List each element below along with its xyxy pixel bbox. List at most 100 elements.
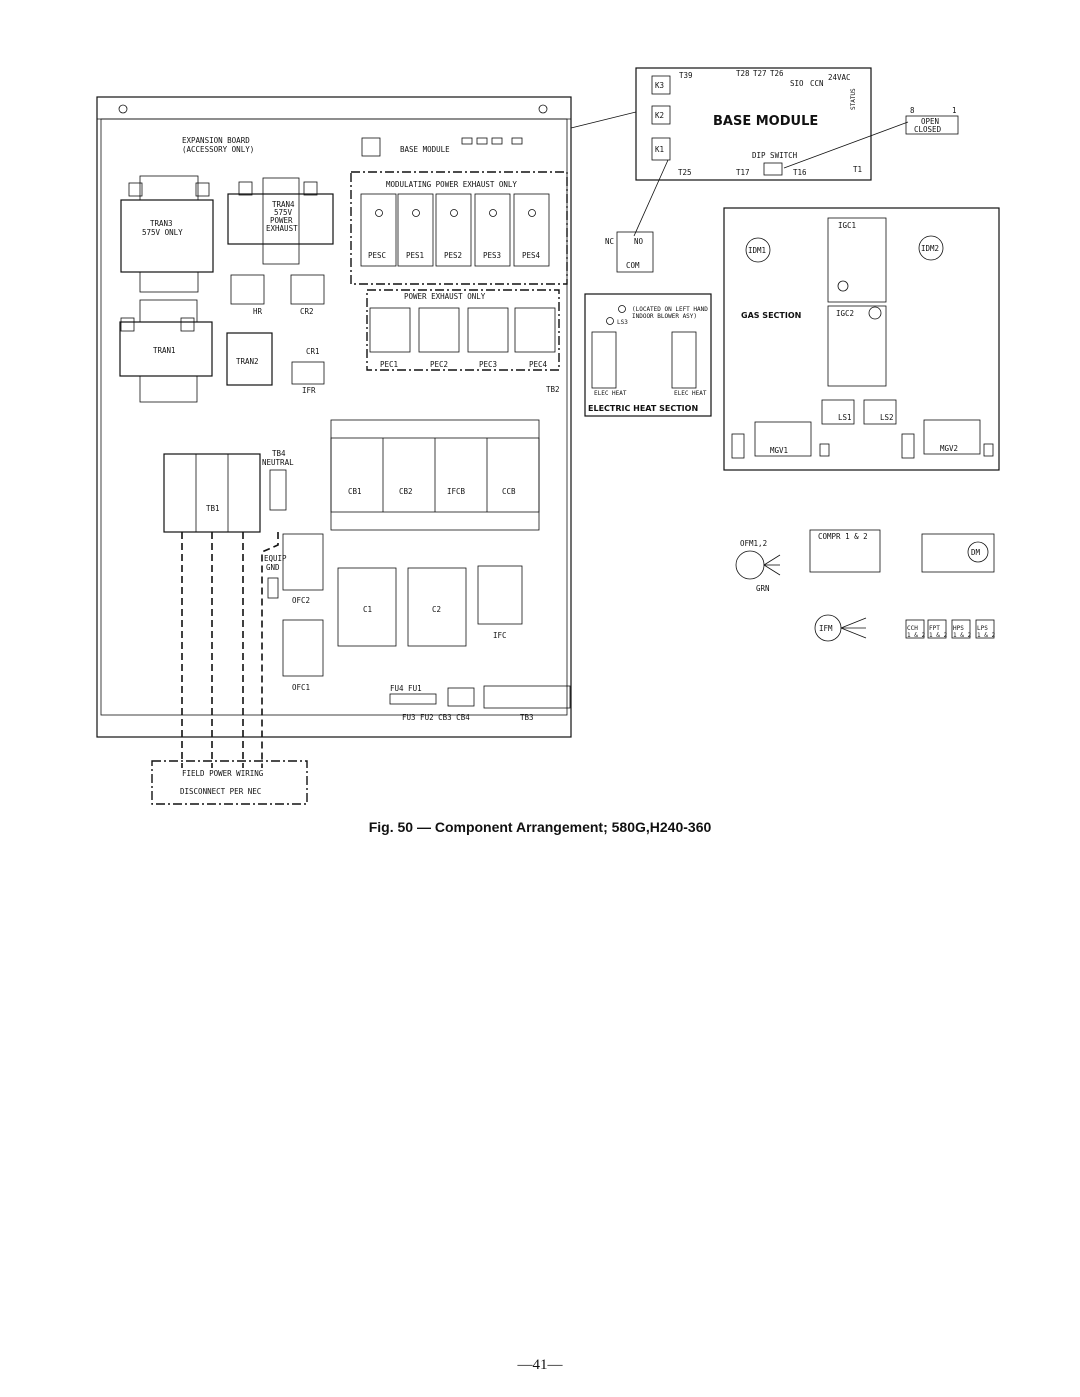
transformer-tran4: TRAN4 575V POWER EXHAUST	[227, 177, 334, 265]
terminal-block-tb3	[483, 685, 571, 709]
transformer-tran1: TRAN1	[119, 299, 213, 403]
dip-switch-legend	[905, 115, 959, 135]
tran3-label: TRAN3	[150, 219, 173, 228]
relay-contact-diagram	[616, 231, 654, 273]
equip-gnd-label: EQUIP	[264, 554, 287, 563]
pec-label: PEC4	[529, 360, 548, 369]
relay-label: K2	[655, 111, 664, 120]
relay-hr: HR	[230, 274, 265, 316]
svg-text:T28: T28	[736, 69, 750, 78]
svg-text:NEUTRAL: NEUTRAL	[262, 458, 294, 467]
mounting-hole	[118, 104, 128, 114]
svg-text:C2: C2	[432, 605, 441, 614]
svg-text:T27: T27	[753, 69, 767, 78]
svg-text:EXHAUST: EXHAUST	[266, 224, 298, 233]
pes-label: PES4	[522, 251, 541, 260]
inducer-motor-idm2	[918, 235, 944, 261]
plug-label: FPT	[929, 625, 940, 632]
svg-text:LS3: LS3	[617, 319, 628, 326]
svg-text:1 & 2: 1 & 2	[907, 632, 925, 639]
figure-caption: Fig. 50 — Component Arrangement; 580G,H2…	[368, 819, 712, 835]
pec-label: PEC2	[430, 360, 448, 369]
field-power-disconnect	[151, 760, 308, 805]
svg-text:CR2: CR2	[300, 307, 314, 316]
svg-text:OFM1,2: OFM1,2	[740, 539, 767, 548]
svg-text:IDM1: IDM1	[748, 246, 766, 255]
svg-text:CCN: CCN	[810, 79, 824, 88]
svg-text:TB3: TB3	[520, 713, 534, 722]
svg-text:575V: 575V	[274, 208, 293, 217]
svg-text:POWER: POWER	[270, 216, 293, 225]
gas-valve-mgv2	[923, 419, 981, 455]
inducer-motor-idm1	[745, 237, 771, 263]
svg-text:24VAC: 24VAC	[828, 73, 851, 82]
plug-label: CCH	[907, 625, 918, 632]
relay-label: K1	[655, 145, 664, 154]
contactor-c2: C2	[407, 567, 467, 647]
svg-text:MGV2: MGV2	[940, 444, 958, 453]
circuit-breakers: CB1 CB2 IFCB CCB	[330, 419, 540, 531]
svg-text:T1: T1	[853, 165, 862, 174]
svg-text:MGV1: MGV1	[770, 446, 788, 455]
expansion-board-label: EXPANSION BOARD	[182, 136, 250, 145]
pes-label: PES2	[444, 251, 462, 260]
dip-switch	[763, 162, 783, 176]
svg-text:T26: T26	[770, 69, 784, 78]
svg-text:575V ONLY: 575V ONLY	[142, 228, 183, 237]
breaker-label: CCB	[502, 487, 516, 496]
modulating-power-exhaust-group: MODULATING POWER EXHAUST ONLY PESC PES1 …	[350, 171, 568, 285]
contactor-ofc1: OFC1	[282, 619, 324, 692]
contactor-ofc2: OFC2	[282, 533, 324, 605]
tb2-label: TB2	[546, 385, 560, 394]
svg-text:GND: GND	[266, 563, 280, 572]
base-module-title: BASE MODULE	[713, 114, 818, 129]
power-exhaust-group: POWER EXHAUST ONLY PEC1 PEC2 PEC3 PEC4	[366, 289, 560, 371]
svg-text:OFC1: OFC1	[292, 683, 310, 692]
pec-label: PEC1	[380, 360, 398, 369]
svg-text:IFC: IFC	[493, 631, 507, 640]
svg-text:1 & 2: 1 & 2	[953, 632, 971, 639]
fuses-bottom-label: FU3 FU2 CB3 CB4	[402, 713, 470, 722]
neutral-terminal	[269, 469, 287, 511]
leader-line	[633, 159, 669, 237]
breaker-label: CB2	[399, 487, 413, 496]
svg-text:1: 1	[952, 106, 957, 115]
tb4-label: TB4	[272, 449, 286, 458]
transformer-tran3: TRAN3 575V ONLY	[120, 175, 214, 293]
relay-cr1: CR1	[306, 347, 320, 356]
pes-label: PES3	[483, 251, 501, 260]
svg-text:T16: T16	[793, 168, 807, 177]
electric-heat-label: ELECTRIC HEAT SECTION	[588, 404, 698, 413]
svg-text:CLOSED: CLOSED	[914, 125, 942, 134]
svg-text:T39: T39	[679, 71, 693, 80]
fuses-top-label: FU4 FU1	[390, 684, 422, 693]
ignition-control-igc1	[827, 217, 887, 303]
svg-text:SIO: SIO	[790, 79, 804, 88]
svg-text:NO: NO	[634, 237, 644, 246]
pes-label: PESC	[368, 251, 386, 260]
svg-text:T17: T17	[736, 168, 750, 177]
svg-text:IFM: IFM	[819, 624, 833, 633]
gas-valve-mgv1	[754, 421, 812, 457]
gas-section: IGC1 IGC2 IDM1 IDM2 GAS SECTION LS1 LS2 …	[723, 207, 1000, 471]
svg-text:ELEC HEAT: ELEC HEAT	[594, 390, 627, 397]
damper-motor	[921, 533, 995, 573]
svg-text:(LOCATED ON LEFT HAND: (LOCATED ON LEFT HAND	[632, 306, 708, 313]
plug-label: HPS	[953, 625, 964, 632]
gas-section-label: GAS SECTION	[741, 311, 801, 320]
pec-label: PEC3	[479, 360, 497, 369]
svg-text:ELEC HEAT: ELEC HEAT	[674, 390, 707, 397]
svg-text:STATUS: STATUS	[850, 88, 857, 110]
relay-cr2: CR2	[290, 274, 325, 316]
transformer-tran2: TRAN2	[226, 332, 273, 386]
ignition-control-igc2	[827, 305, 887, 387]
svg-text:MODULATING POWER EXHAUST ONLY: MODULATING POWER EXHAUST ONLY	[386, 180, 517, 189]
svg-text:NC: NC	[605, 237, 614, 246]
base-module-label: BASE MODULE	[400, 145, 450, 154]
svg-text:T25: T25	[678, 168, 692, 177]
svg-text:OFC2: OFC2	[292, 596, 310, 605]
svg-text:C1: C1	[363, 605, 372, 614]
tran4-label: TRAN4	[272, 200, 295, 209]
svg-text:IGC1: IGC1	[838, 221, 856, 230]
